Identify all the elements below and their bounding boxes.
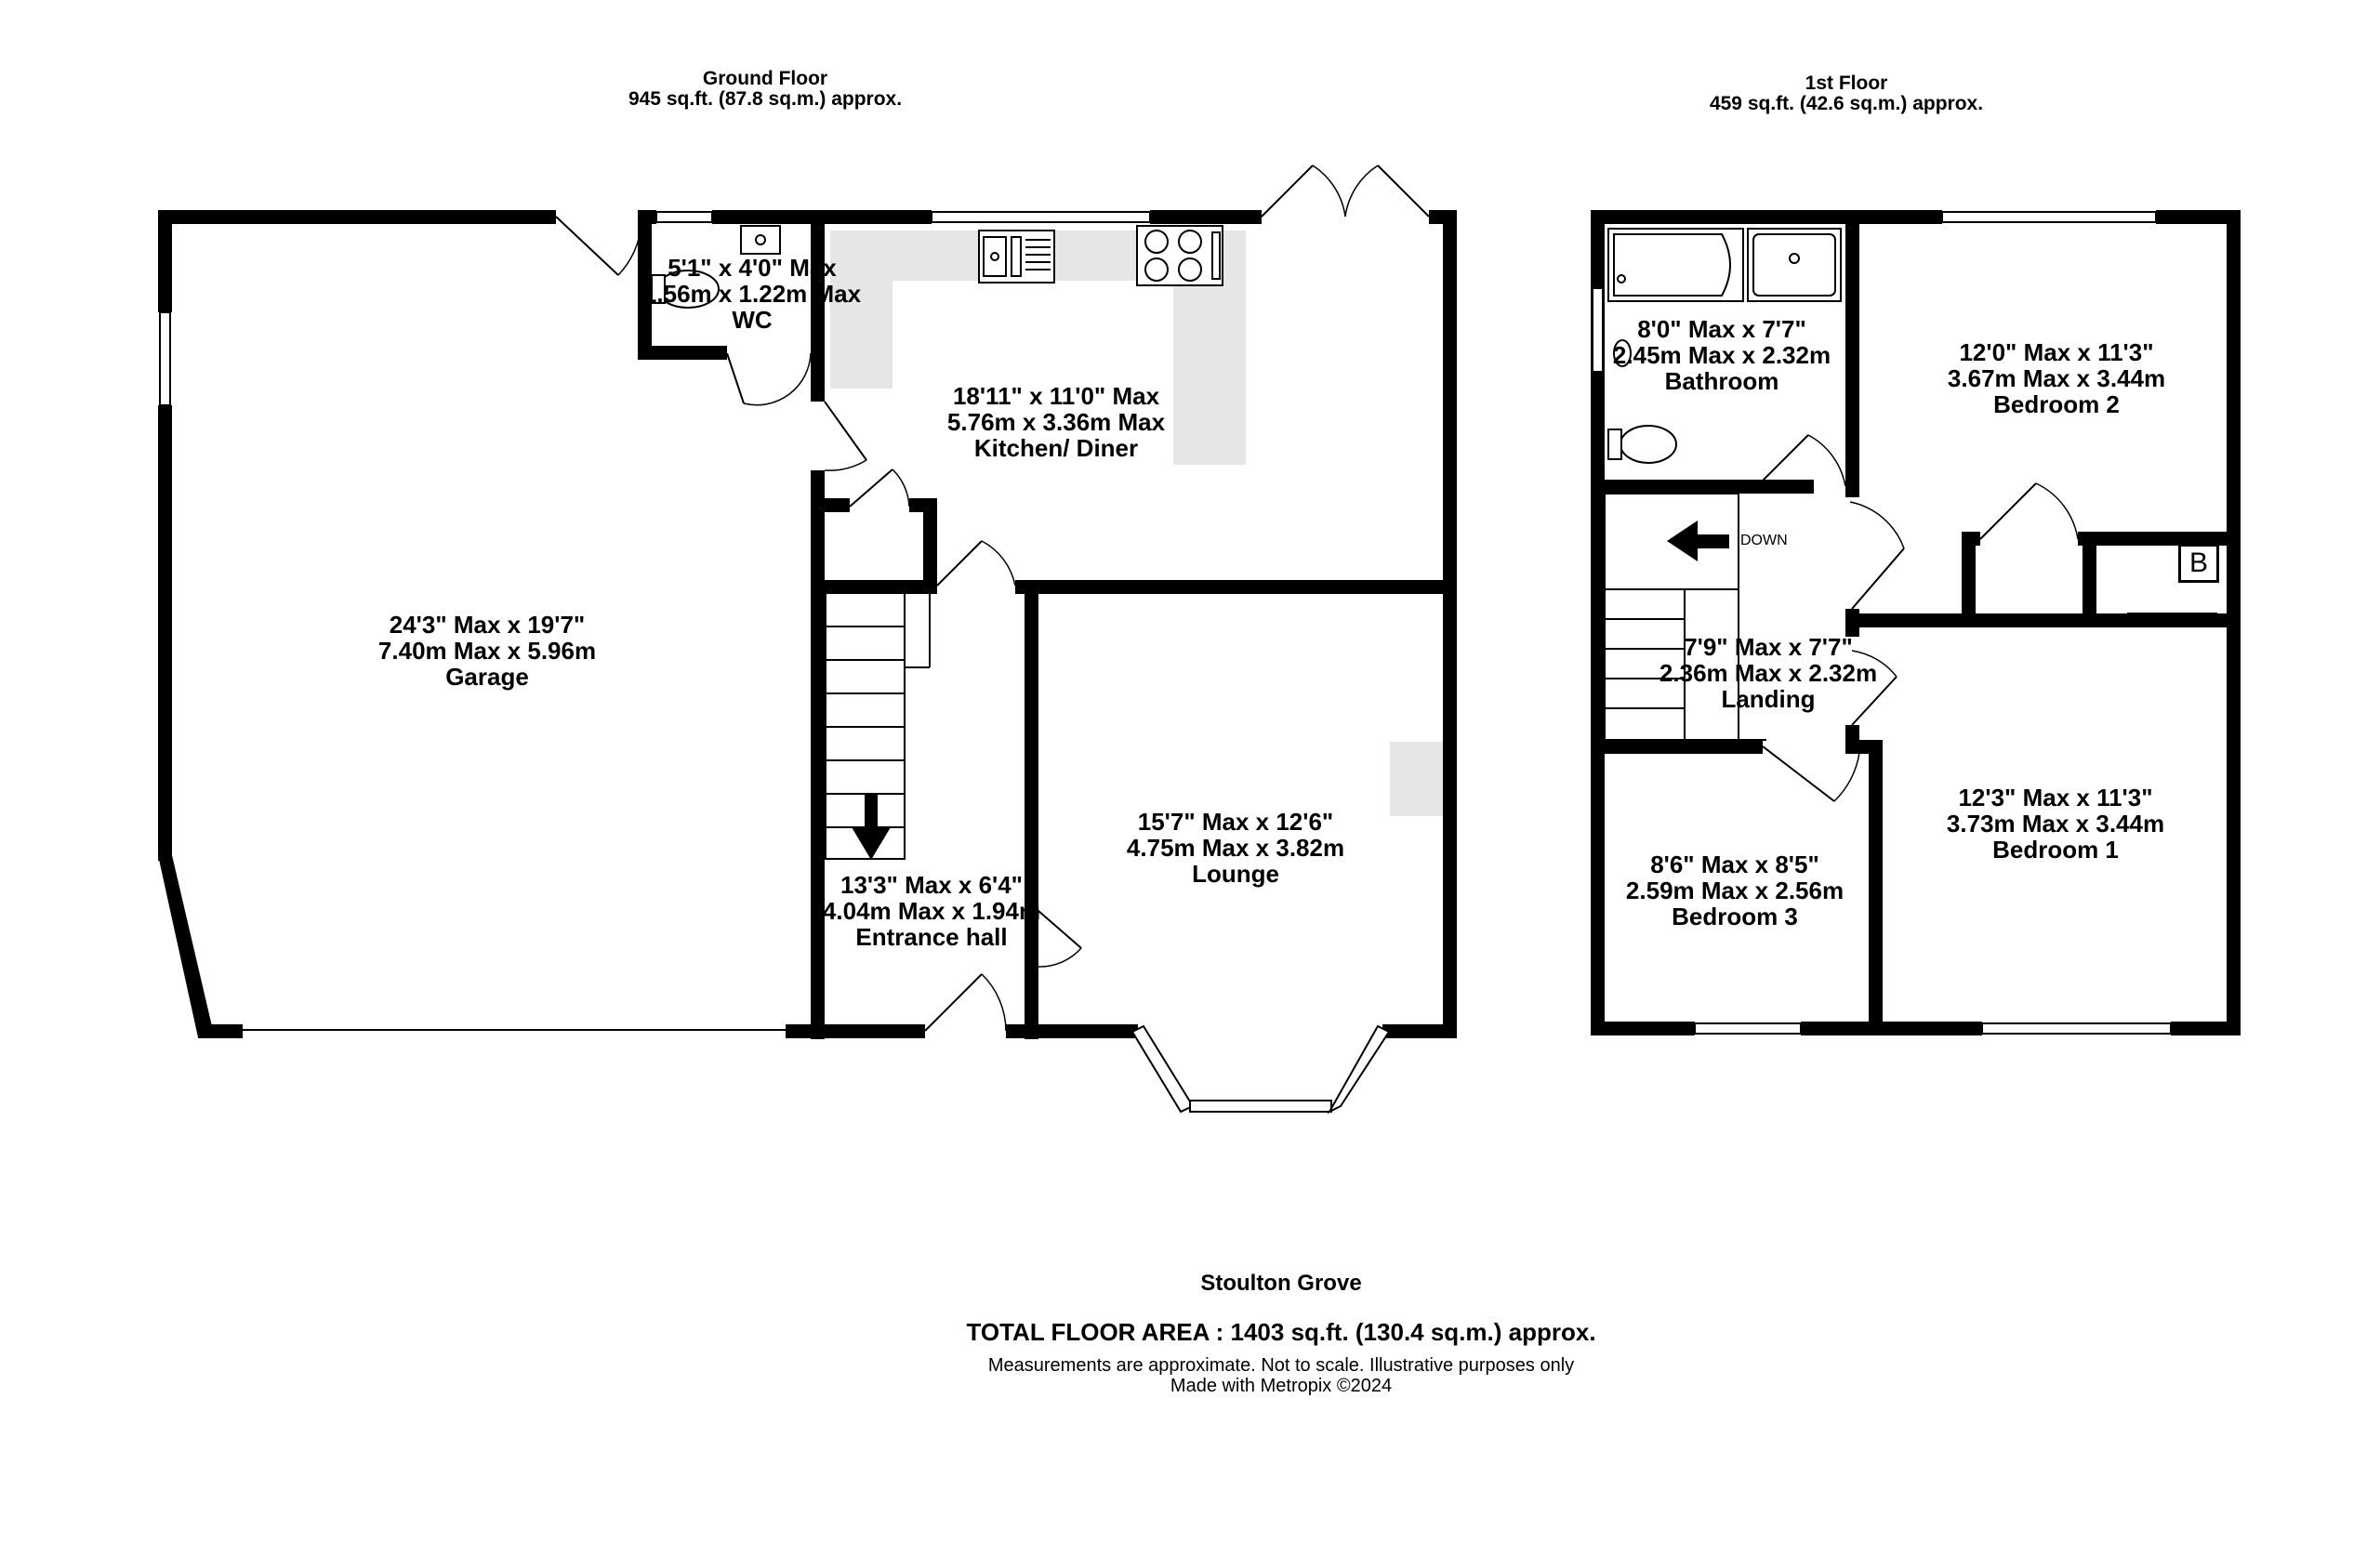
wc-name: WC [732, 306, 773, 334]
room-label-wc: 5'1" x 4'0" Max 1.56m x 1.22m Max WC [643, 255, 861, 333]
hall-door [936, 540, 1016, 587]
first-floor-plan [1591, 210, 2241, 1035]
kitchen-name: Kitchen/ Diner [973, 434, 1139, 462]
bedroom1-window [1981, 1022, 2172, 1035]
disclaimer: Measurements are approximate. Not to sca… [987, 1355, 1575, 1376]
landing-metric: 2.36m Max x 2.32m [1659, 659, 1878, 687]
ground-floor-area: 945 sq.ft. (87.8 sq.m.) approx. [628, 88, 903, 110]
wc-basin [740, 225, 781, 255]
hall-metric: 4.04m Max x 1.94m [822, 897, 1041, 925]
bathroom-window [1592, 287, 1604, 373]
garage-side-window [159, 311, 171, 406]
boiler-marker: B [2178, 544, 2219, 583]
kitchen-hob [1136, 225, 1223, 286]
hall-imperial: 13'3" Max x 6'4" [840, 871, 1024, 899]
stairs-down-arrow [1667, 521, 1729, 561]
kitchen-metric: 5.76m x 3.36m Max [946, 408, 1166, 436]
airing-cupboard [2096, 613, 2227, 622]
bedroom3-walls [1591, 740, 1883, 1035]
bathroom-metric: 2.45m Max x 2.32m [1612, 341, 1831, 369]
room-label-lounge: 15'7" Max x 12'6" 4.75m Max x 3.82m Loun… [1127, 809, 1344, 887]
wc-metric: 1.56m x 1.22m Max [642, 280, 862, 308]
bedroom3-name: Bedroom 3 [1672, 903, 1798, 930]
landing-name: Landing [1721, 685, 1816, 713]
garage-metric: 7.40m Max x 5.96m [377, 637, 597, 665]
garage-imperial: 24'3" Max x 19'7" [389, 611, 586, 639]
lounge-imperial: 15'7" Max x 12'6" [1137, 808, 1334, 836]
bathroom-imperial: 8'0" Max x 7'7" [1637, 315, 1806, 343]
room-label-landing: 7'9" Max x 7'7" 2.36m Max x 2.32m Landin… [1659, 634, 1877, 712]
kitchen-hall-door [824, 401, 867, 471]
bedroom3-window [1694, 1022, 1802, 1035]
lounge-name: Lounge [1192, 860, 1279, 888]
ground-floor-staircase [825, 592, 931, 860]
wc-imperial: 5'1" x 4'0" Max [668, 254, 837, 282]
bath-tub [1607, 228, 1744, 302]
hall-lounge-door [1038, 910, 1082, 968]
wc-walls [638, 210, 833, 360]
bedroom2-walls [1845, 532, 2241, 637]
ground-floor-plan [158, 165, 1457, 1114]
bathroom-name: Bathroom [1664, 367, 1779, 395]
ground-floor-header: Ground Floor 945 sq.ft. (87.8 sq.m.) app… [628, 69, 902, 110]
kitchen-sink [978, 230, 1055, 284]
bedroom2-metric: 3.67m Max x 3.44m [1947, 364, 2166, 392]
kitchen-french-doors [1261, 165, 1430, 218]
stairs-up-arrow [852, 795, 891, 860]
kitchen-window [931, 211, 1151, 223]
landing-door-top [1849, 501, 1905, 610]
room-label-hall: 13'3" Max x 6'4" 4.04m Max x 1.94m Entra… [823, 872, 1040, 950]
lounge-metric: 4.75m Max x 3.82m [1126, 834, 1345, 862]
bathroom-toilet [1607, 425, 1677, 464]
room-label-bedroom1: 12'3" Max x 11'3" 3.73m Max x 3.44m Bedr… [1947, 785, 2164, 863]
wc-toilet [651, 270, 720, 309]
wc-window [655, 211, 713, 223]
bedroom1-name: Bedroom 1 [1992, 836, 2119, 864]
landing-imperial: 7'9" Max x 7'7" [1684, 633, 1853, 661]
room-label-bedroom3: 8'6" Max x 8'5" 2.59m Max x 2.56m Bedroo… [1626, 851, 1844, 930]
garage-personnel-door [555, 216, 642, 276]
first-floor-header: 1st Floor 459 sq.ft. (42.6 sq.m.) approx… [1710, 73, 1983, 114]
bedroom1-imperial: 12'3" Max x 11'3" [1958, 784, 2153, 811]
first-floor-area: 459 sq.ft. (42.6 sq.m.) approx. [1709, 93, 1984, 114]
bedroom3-door [1762, 745, 1860, 802]
wc-door [726, 352, 812, 406]
room-label-kitchen: 18'11" x 11'0" Max 5.76m x 3.36m Max Kit… [947, 383, 1165, 461]
lounge-bay-window [1130, 1024, 1391, 1114]
bedroom2-cupboard-door [1979, 482, 2079, 540]
ground-floor-title: Ground Floor [702, 68, 828, 89]
front-door [786, 973, 1007, 1038]
bedroom3-imperial: 8'6" Max x 8'5" [1650, 851, 1819, 878]
first-floor-title: 1st Floor [1805, 73, 1888, 94]
bathroom-door [1756, 434, 1846, 487]
room-label-bedroom2: 12'0" Max x 11'3" 3.67m Max x 3.44m Bedr… [1948, 339, 2165, 417]
lounge-walls [1015, 580, 1457, 1038]
credit: Made with Metropix ©2024 [1170, 1376, 1393, 1396]
hall-walls [811, 470, 1038, 1039]
cupboard-door [849, 468, 910, 508]
room-label-bathroom: 8'0" Max x 7'7" 2.45m Max x 2.32m Bathro… [1613, 316, 1831, 394]
property-name: Stoulton Grove [1200, 1271, 1362, 1296]
garage-name: Garage [445, 663, 529, 691]
bedroom1-metric: 3.73m Max x 3.44m [1946, 810, 2165, 837]
total-floor-area: TOTAL FLOOR AREA : 1403 sq.ft. (130.4 sq… [966, 1318, 1596, 1346]
lounge-chimney-breast [1390, 742, 1443, 816]
bedroom2-window [1941, 211, 2157, 223]
stairs-down-label: DOWN [1740, 533, 1788, 548]
bedroom2-name: Bedroom 2 [1993, 390, 2120, 418]
room-label-garage: 24'3" Max x 19'7" 7.40m Max x 5.96m Gara… [378, 612, 596, 690]
hall-name: Entrance hall [855, 923, 1008, 951]
kitchen-imperial: 18'11" x 11'0" Max [952, 382, 1160, 410]
bedroom2-imperial: 12'0" Max x 11'3" [1959, 338, 2154, 366]
bedroom3-metric: 2.59m Max x 2.56m [1625, 877, 1844, 904]
landing-door-bedroom1 [1851, 650, 1897, 726]
bathroom-basin [1747, 228, 1842, 302]
bathroom-shower-tap [1613, 339, 1632, 367]
